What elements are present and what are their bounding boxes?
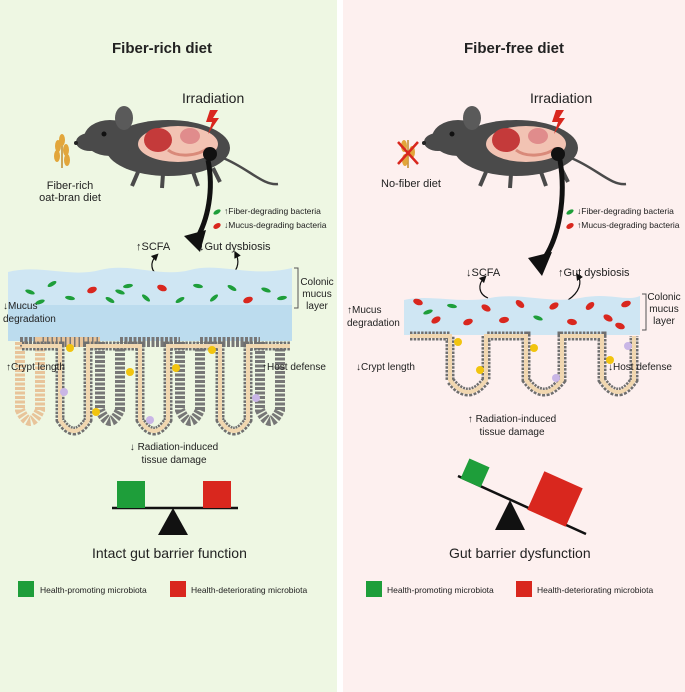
right-mucus-bacteria-icon bbox=[566, 223, 574, 229]
left-key-green-square bbox=[18, 581, 34, 597]
left-colonic-mucus-label: Colonic mucus layer bbox=[298, 277, 336, 313]
left-diet-label-line1: Fiber-rich bbox=[46, 180, 94, 192]
right-key-green-square bbox=[366, 581, 382, 597]
left-mucus-degradation-label: ↓Mucus degradation bbox=[3, 300, 56, 326]
left-damage-line1: ↓ Radiation-induced bbox=[129, 442, 219, 453]
left-scfa-label: ↑SCFA bbox=[136, 241, 171, 253]
right-bacteria-cluster bbox=[413, 298, 631, 330]
right-red-block bbox=[527, 471, 583, 527]
right-damage-line1: ↑ Radiation-induced bbox=[467, 414, 557, 425]
left-legend-mucus-bacteria: ↓Mucus-degrading bacteria bbox=[224, 220, 327, 230]
right-key-red-label: Health-deteriorating microbiota bbox=[537, 585, 654, 595]
oat-icon bbox=[54, 134, 70, 168]
left-host-defense-label: ↑Host defense bbox=[262, 362, 326, 373]
right-damage-label: ↑ Radiation-induced tissue damage bbox=[448, 413, 576, 439]
left-key-red-label: Health-deteriorating microbiota bbox=[191, 585, 308, 595]
right-crypt-tissue bbox=[410, 331, 639, 397]
right-host-defense-label: ↓Host defense bbox=[608, 362, 672, 373]
right-dysbiosis-label: ↑Gut dysbiosis bbox=[558, 267, 630, 279]
left-irradiation-label: Irradiation bbox=[182, 90, 245, 106]
left-mucus-degradation-line1: ↓Mucus bbox=[3, 301, 38, 312]
right-mucus-degradation-label: ↑Mucus degradation bbox=[347, 304, 400, 330]
right-dysbiosis-arrow bbox=[567, 273, 583, 301]
left-diet-label: Fiber-rich oat-bran diet bbox=[34, 180, 106, 204]
left-colonic-line2: mucus bbox=[302, 289, 332, 300]
left-damage-label: ↓ Radiation-induced tissue damage bbox=[110, 441, 238, 467]
right-scfa-arrow bbox=[478, 275, 489, 299]
left-dysbiosis-label: ↓Gut dysbiosis bbox=[199, 241, 271, 253]
right-colonic-mucus-label: Colonic mucus layer bbox=[645, 292, 683, 328]
right-mucus-bracket bbox=[642, 293, 647, 331]
left-legend-fiber-bacteria: ↑Fiber-degrading bacteria bbox=[224, 206, 321, 216]
right-colonic-line2: mucus bbox=[649, 304, 679, 315]
left-key-green-label: Health-promoting microbiota bbox=[40, 585, 147, 595]
left-seesaw-icon bbox=[112, 506, 238, 535]
right-mouse-icon bbox=[420, 104, 628, 190]
left-damage-line2: tissue damage bbox=[141, 455, 207, 466]
right-green-block bbox=[460, 458, 490, 488]
left-colonic-line3: layer bbox=[306, 301, 328, 312]
left-key-red-square bbox=[170, 581, 186, 597]
right-damage-line2: tissue damage bbox=[479, 427, 545, 438]
left-mouse-icon bbox=[72, 104, 280, 190]
right-mucus-degradation-line1: ↑Mucus bbox=[347, 305, 382, 316]
right-title: Fiber-free diet bbox=[464, 40, 565, 57]
left-fiber-bacteria-icon bbox=[213, 209, 221, 215]
right-diet-label: No-fiber diet bbox=[381, 178, 441, 190]
left-flow-arrowhead bbox=[184, 230, 206, 252]
left-crypt-tissue bbox=[22, 341, 290, 436]
left-red-block bbox=[203, 481, 231, 508]
right-fiber-bacteria-icon bbox=[566, 209, 574, 215]
left-mucus-band bbox=[8, 305, 292, 341]
left-diet-label-line2: oat-bran diet bbox=[39, 192, 101, 204]
right-crypt-length-label: ↓Crypt length bbox=[356, 362, 415, 373]
right-scfa-label: ↓SCFA bbox=[466, 267, 501, 279]
right-colonic-line3: layer bbox=[653, 316, 675, 327]
left-colonic-line1: Colonic bbox=[300, 277, 334, 288]
left-crypt-length-label: ↑Crypt length bbox=[6, 362, 65, 373]
right-key-green-label: Health-promoting microbiota bbox=[387, 585, 494, 595]
right-mucus-layer bbox=[404, 296, 640, 335]
right-colonic-line1: Colonic bbox=[647, 292, 681, 303]
right-outcome-label: Gut barrier dysfunction bbox=[449, 545, 591, 561]
left-mucus-bacteria-icon bbox=[213, 223, 221, 229]
right-flow-arrowhead bbox=[528, 252, 552, 276]
left-outcome-label: Intact gut barrier function bbox=[92, 545, 247, 561]
right-mucus-degradation-line2: degradation bbox=[347, 318, 400, 329]
right-legend-mucus-bacteria: ↑Mucus-degrading bacteria bbox=[577, 220, 680, 230]
right-key-red-square bbox=[516, 581, 532, 597]
left-title: Fiber-rich diet bbox=[112, 40, 213, 57]
no-fiber-icon bbox=[397, 140, 419, 168]
left-mucus-bracket bbox=[294, 267, 299, 309]
right-legend-fiber-bacteria: ↓Fiber-degrading bacteria bbox=[577, 206, 674, 216]
left-mucus-degradation-line2: degradation bbox=[3, 314, 56, 325]
right-irradiation-label: Irradiation bbox=[530, 90, 593, 106]
left-crypts bbox=[15, 337, 285, 426]
left-green-block bbox=[117, 481, 145, 508]
left-bacteria-cluster bbox=[25, 280, 287, 305]
